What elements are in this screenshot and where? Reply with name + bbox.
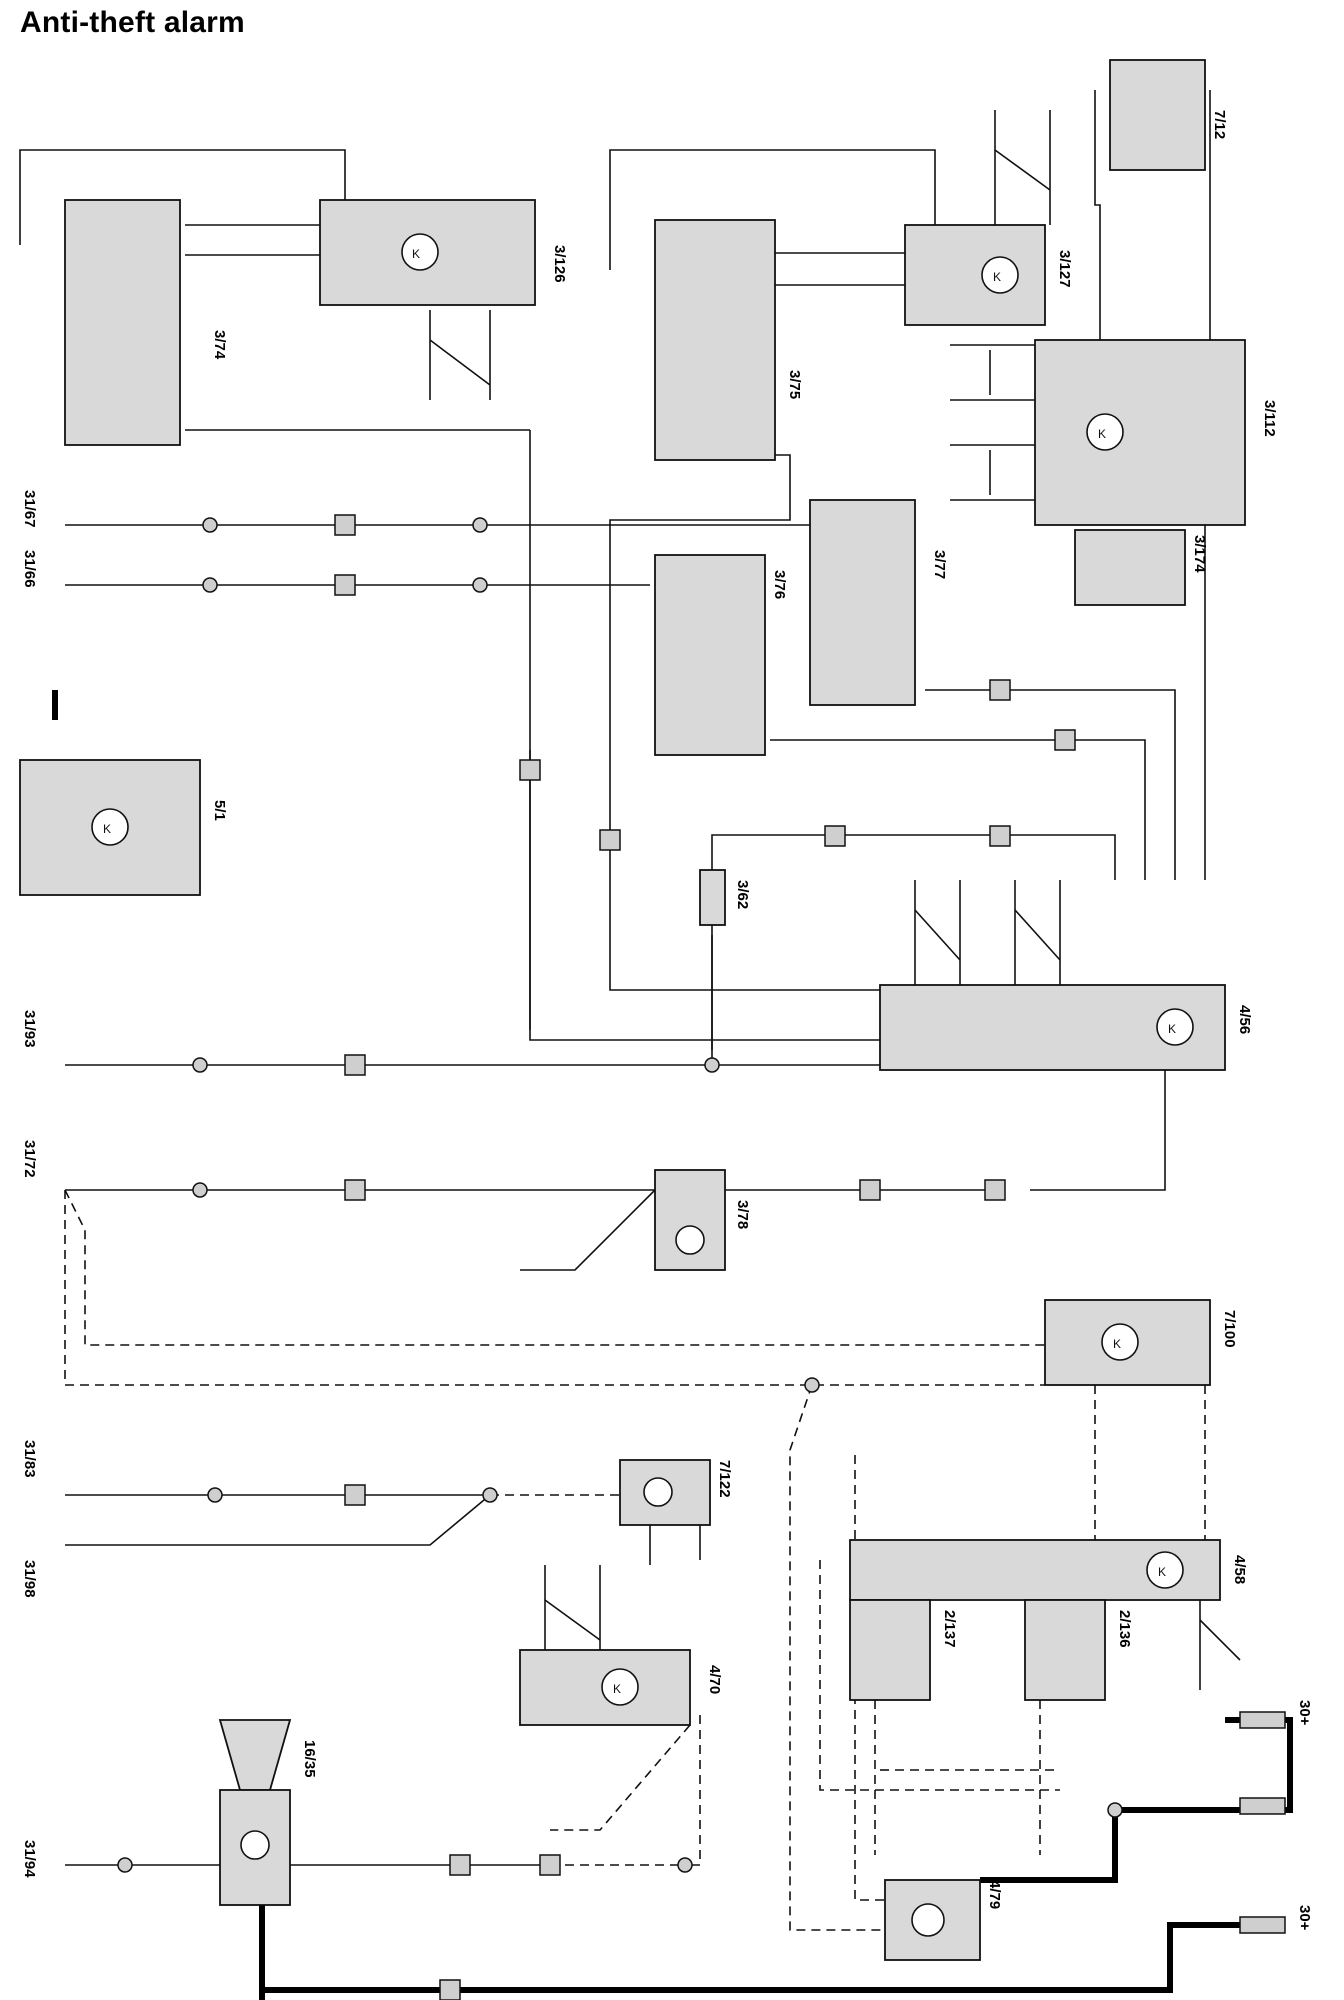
dashed-wires — [64, 1189, 1206, 1931]
motor-3-78: 3/78 — [654, 1169, 751, 1271]
svg-text:31/72: 31/72 — [21, 1140, 38, 1178]
svg-text:30+: 30+ — [1296, 1905, 1313, 1931]
splices — [117, 517, 1123, 1873]
fuses: 30+ 30+ — [1239, 1700, 1313, 1934]
svg-text:4/58: 4/58 — [1231, 1555, 1248, 1584]
module-3-112: K 3/112 — [1034, 339, 1278, 526]
svg-text:16/35: 16/35 — [301, 1740, 318, 1778]
svg-text:3/62: 3/62 — [734, 880, 751, 909]
svg-text:31/66: 31/66 — [21, 550, 38, 588]
svg-text:31/83: 31/83 — [21, 1440, 38, 1478]
svg-text:3/75: 3/75 — [786, 370, 803, 399]
svg-text:3/77: 3/77 — [931, 550, 948, 579]
svg-text:31/67: 31/67 — [21, 490, 38, 528]
svg-text:3/126: 3/126 — [551, 245, 568, 283]
switch-3-62: 3/62 — [699, 869, 751, 926]
module-3-126: K 3/126 — [319, 199, 568, 306]
svg-text:3/76: 3/76 — [771, 570, 788, 599]
switch-3-174: 3/174 — [1074, 529, 1208, 606]
module-4-58: K 4/58 — [849, 1539, 1248, 1601]
svg-text:K: K — [1113, 1337, 1121, 1351]
svg-text:7/122: 7/122 — [716, 1460, 733, 1498]
module-7-122: 7/122 — [619, 1459, 733, 1526]
lamp-7-12: 7/12 — [1109, 59, 1228, 171]
grounds: 31/67 31/66 31/93 31/72 31/83 31/98 31/9… — [21, 490, 38, 1878]
svg-text:K: K — [412, 247, 420, 261]
svg-text:7/12: 7/12 — [1211, 110, 1228, 139]
siren-16-35: 16/35 — [218, 1719, 318, 1906]
svg-text:31/98: 31/98 — [21, 1560, 38, 1598]
svg-text:2/136: 2/136 — [1116, 1610, 1133, 1648]
svg-text:K: K — [993, 270, 1001, 284]
svg-text:3/127: 3/127 — [1056, 250, 1073, 288]
svg-text:30+: 30+ — [1296, 1700, 1313, 1726]
svg-text:K: K — [1168, 1022, 1176, 1036]
svg-text:3/112: 3/112 — [1261, 400, 1278, 437]
svg-text:31/94: 31/94 — [21, 1840, 38, 1878]
switch-3-74: 3/74 — [64, 199, 228, 446]
svg-text:2/137: 2/137 — [941, 1610, 958, 1648]
svg-text:3/78: 3/78 — [734, 1200, 751, 1229]
svg-text:7/100: 7/100 — [1221, 1310, 1238, 1348]
svg-text:3/74: 3/74 — [211, 330, 228, 360]
svg-text:K: K — [1158, 1565, 1166, 1579]
switch-3-75: 3/75 — [654, 219, 803, 461]
svg-text:5/1: 5/1 — [211, 800, 228, 821]
svg-text:3/174: 3/174 — [1191, 535, 1208, 573]
svg-text:31/93: 31/93 — [21, 1010, 38, 1048]
wires — [19, 90, 1241, 1866]
switch-3-77: 3/77 — [809, 499, 948, 706]
module-5-1: K 5/1 — [19, 759, 228, 896]
module-4-70: K 4/70 — [519, 1649, 723, 1726]
svg-text:K: K — [1098, 427, 1106, 441]
relay-2-136: 2/136 — [1024, 1599, 1133, 1701]
connector-blocks — [334, 514, 1076, 2000]
diagram-title: Anti-theft alarm — [20, 6, 245, 39]
svg-text:4/79: 4/79 — [986, 1880, 1003, 1909]
svg-text:4/70: 4/70 — [706, 1665, 723, 1694]
module-4-79: 4/79 — [884, 1879, 1003, 1961]
module-7-100: K 7/100 — [1044, 1299, 1238, 1386]
relay-2-137: 2/137 — [849, 1599, 958, 1701]
module-4-56: K 4/56 — [879, 984, 1253, 1071]
svg-text:K: K — [613, 1682, 621, 1696]
svg-text:K: K — [103, 822, 111, 836]
module-3-127: K 3/127 — [904, 224, 1073, 326]
svg-text:4/56: 4/56 — [1236, 1005, 1253, 1034]
switch-3-76: 3/76 — [654, 554, 788, 756]
